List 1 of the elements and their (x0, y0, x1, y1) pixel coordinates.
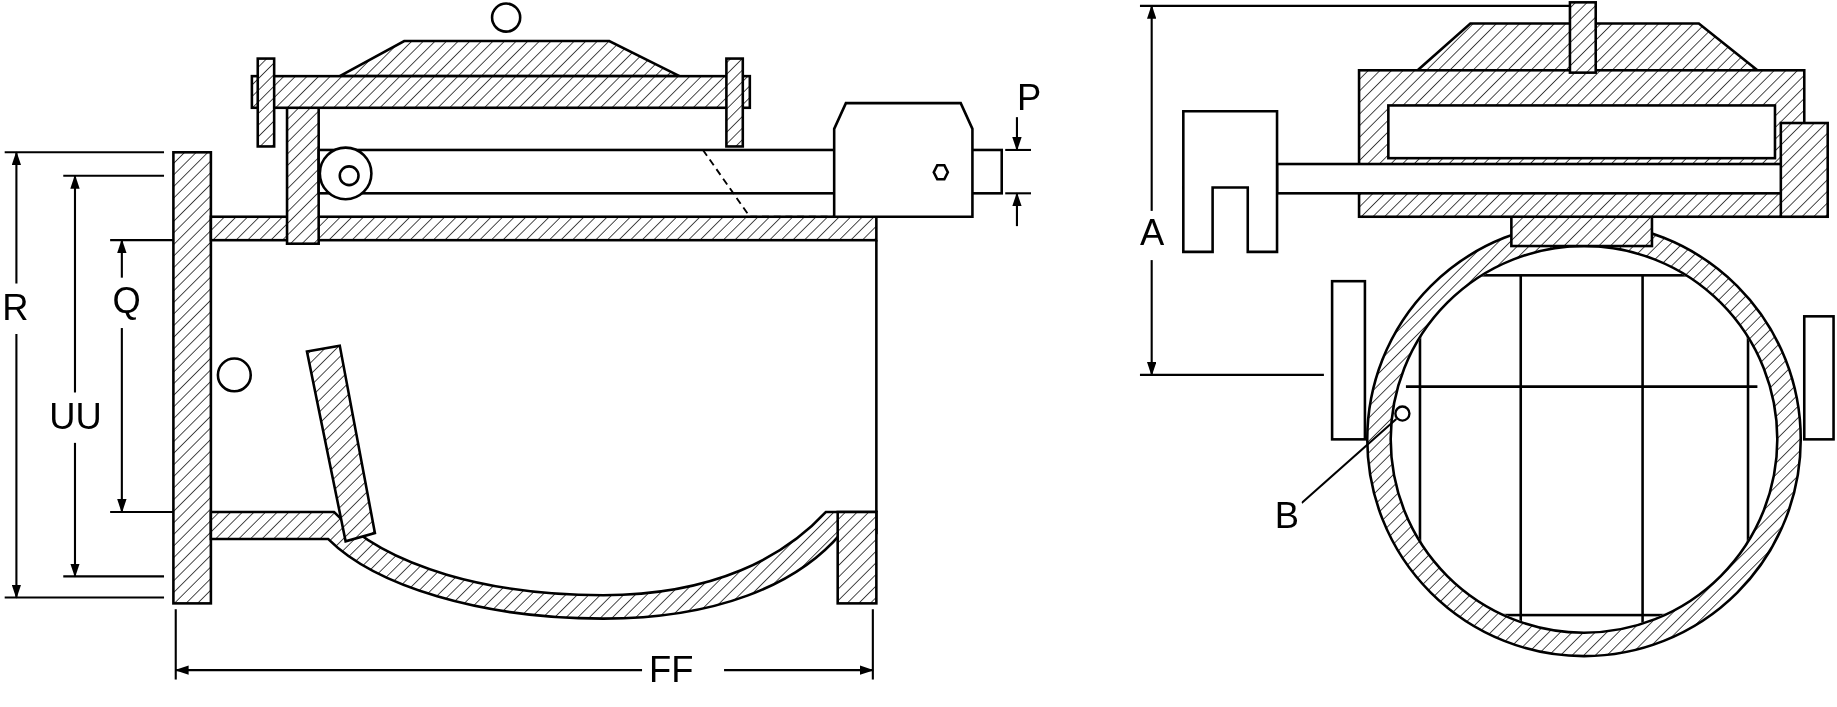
leader-line (1300, 418, 1397, 504)
